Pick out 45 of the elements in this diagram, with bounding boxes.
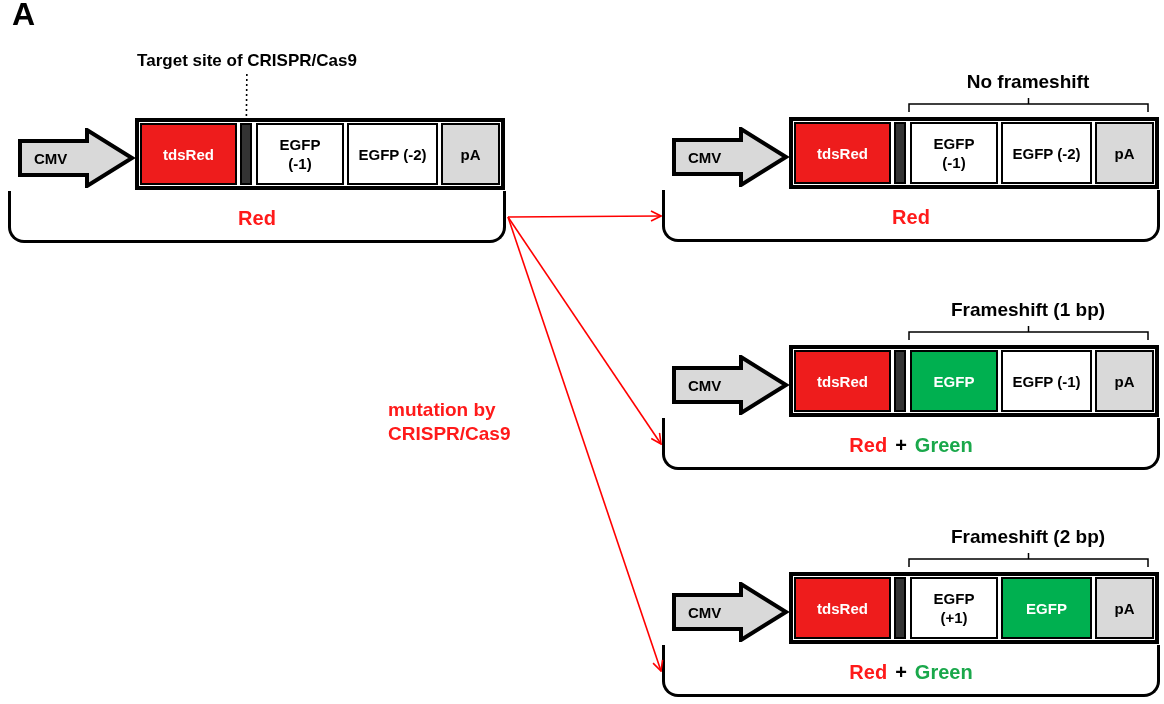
fluorescence-label: Green <box>914 661 973 684</box>
fluorescence-label: + <box>895 434 907 457</box>
plasmid-backbone <box>662 190 1160 242</box>
mutation-label: mutation by CRISPR/Cas9 <box>388 398 512 446</box>
gene-segment: EGFP (-2) <box>347 123 438 185</box>
gene-segment: pA <box>1095 350 1154 412</box>
fluorescence-label: Red <box>892 206 930 229</box>
fluorescence-label: Red <box>849 434 888 457</box>
gene-segment: tdsRed <box>794 122 891 184</box>
outcome-label: Frameshift (2 bp) <box>950 525 1106 549</box>
target-site-bar <box>894 350 906 412</box>
gene-segment: EGFP (-1) <box>1001 350 1092 412</box>
promoter-symbol: CMV <box>18 128 135 188</box>
target-site-bar <box>894 122 906 184</box>
fluorescence-label: + <box>895 661 907 684</box>
fluorescence-label: Red <box>238 207 276 230</box>
gene-segment: EGFP (-1) <box>910 122 998 184</box>
gene-segment: EGFP <box>1001 577 1092 639</box>
gene-segment: EGFP <box>910 350 998 412</box>
target-site-bar <box>894 577 906 639</box>
gene-segment: pA <box>1095 577 1154 639</box>
gene-segment: EGFP (-1) <box>256 123 344 185</box>
fluorescence-label: Red <box>849 661 888 684</box>
gene-segment: tdsRed <box>794 577 891 639</box>
site-label: Target site of CRISPR/Cas9 <box>112 48 382 74</box>
promoter-symbol: CMV <box>672 127 789 187</box>
arrow <box>507 210 662 222</box>
gene-segment: pA <box>441 123 500 185</box>
outcome-label: Frameshift (1 bp) <box>950 298 1106 322</box>
arrow <box>507 216 664 672</box>
gene-segment: EGFP (-2) <box>1001 122 1092 184</box>
target-site-bar <box>240 123 252 185</box>
arrow <box>507 216 662 445</box>
gene-segment: tdsRed <box>140 123 237 185</box>
gene-segment: tdsRed <box>794 350 891 412</box>
plasmid-backbone <box>662 645 1160 697</box>
panel-letter: A <box>12 2 36 26</box>
plasmid-backbone <box>8 191 506 243</box>
outcome-label: No frameshift <box>966 70 1090 94</box>
promoter-symbol: CMV <box>672 582 789 642</box>
fluorescence-label: Green <box>914 434 973 457</box>
promoter-symbol: CMV <box>672 355 789 415</box>
gene-segment: EGFP (+1) <box>910 577 998 639</box>
gene-segment: pA <box>1095 122 1154 184</box>
plasmid-backbone <box>662 418 1160 470</box>
